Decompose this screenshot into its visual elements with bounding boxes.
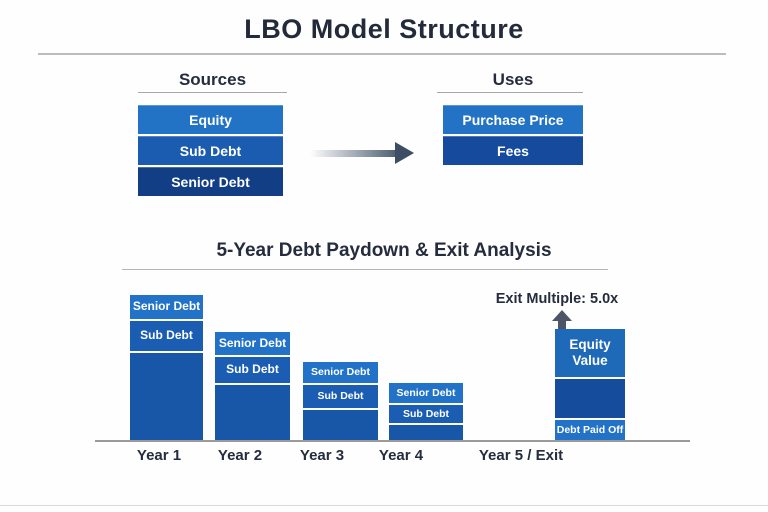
- bar-segment-senior-debt: Senior Debt: [215, 332, 290, 355]
- bar-segment-unlabeled: [215, 385, 290, 440]
- title-divider: [38, 53, 726, 55]
- uses-heading: Uses: [492, 70, 534, 89]
- bar-segment-sub-debt: Sub Debt: [389, 405, 463, 423]
- x-axis-label-1: Year 1: [136, 447, 182, 464]
- bar-segment-sub-debt: Sub Debt: [303, 385, 378, 408]
- bar-segment-equity-value: Equity Value: [555, 329, 625, 377]
- exit-arrow-icon: [552, 310, 572, 321]
- bar-segment-senior-debt: Senior Debt: [130, 295, 203, 319]
- bar-segment-senior-debt: Senior Debt: [303, 362, 378, 383]
- sources-to-uses-arrow-icon: [310, 150, 396, 157]
- bar-segment-sub-debt: Sub Debt: [215, 357, 290, 383]
- sources-heading: Sources: [178, 70, 247, 89]
- bar-segment-debt-paid-off: Debt Paid Off: [555, 420, 625, 440]
- bar-segment-unlabeled: [389, 425, 463, 440]
- chart-baseline: [95, 440, 690, 442]
- bar-segment-senior-debt: Senior Debt: [389, 383, 463, 403]
- bar-segment-unlabeled: [555, 379, 625, 418]
- bar-segment-unlabeled: [303, 410, 378, 440]
- page-title: LBO Model Structure: [244, 14, 524, 44]
- uses-box-fees: Fees: [443, 136, 583, 165]
- exit-arrow-stem-icon: [558, 321, 566, 331]
- sources-to-uses-arrowhead-icon: [395, 142, 414, 164]
- uses-box-purchase-price: Purchase Price: [443, 105, 583, 134]
- bottom-divider: [0, 505, 768, 506]
- bar-segment-sub-debt: Sub Debt: [130, 321, 203, 351]
- x-axis-label-4: Year 4: [378, 447, 424, 464]
- x-axis-label-2: Year 2: [217, 447, 263, 464]
- sources-box-sub-debt: Sub Debt: [138, 136, 283, 165]
- exit-multiple-annotation: Exit Multiple: 5.0x: [495, 291, 619, 307]
- sources-heading-underline: [138, 92, 287, 93]
- sources-box-equity: Equity: [138, 105, 283, 134]
- x-axis-label-5: Year 5 / Exit: [478, 447, 564, 464]
- paydown-heading: 5-Year Debt Paydown & Exit Analysis: [216, 240, 552, 261]
- bar-segment-unlabeled: [130, 353, 203, 440]
- sources-box-senior-debt: Senior Debt: [138, 167, 283, 196]
- paydown-heading-underline: [122, 269, 608, 270]
- x-axis-label-3: Year 3: [299, 447, 345, 464]
- uses-heading-underline: [437, 92, 583, 93]
